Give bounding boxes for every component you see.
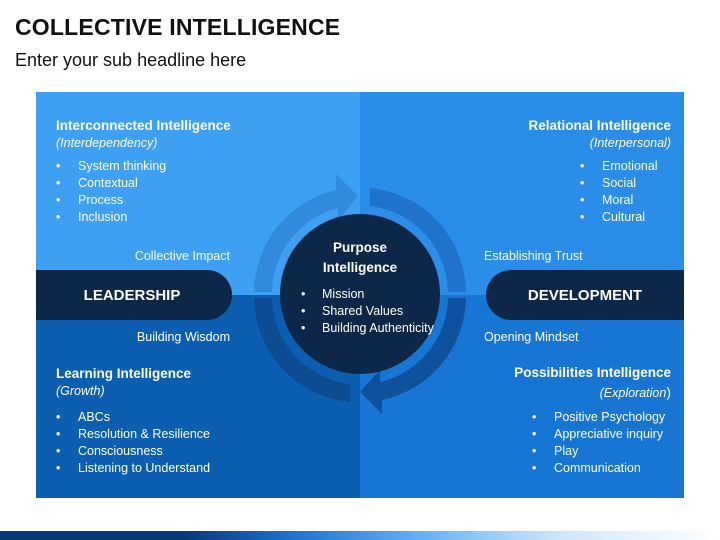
diagram: LEADERSHIP DEVELOPMENT Purpose Intellige…	[36, 92, 684, 498]
collective-impact-label: Collective Impact	[134, 249, 230, 263]
footer-gradient-bar	[0, 531, 720, 540]
learning-list: ABCs Resolution & Resilience Consciousne…	[56, 409, 210, 477]
possibilities-list: Positive Psychology Appreciative inquiry…	[532, 409, 665, 477]
list-item: Communication	[532, 460, 665, 477]
development-pill: DEVELOPMENT	[486, 270, 684, 320]
relational-list: Emotional Social Moral Cultural	[580, 158, 658, 226]
relational-title: Relational Intelligence	[528, 118, 671, 133]
interconnected-list: System thinking Contextual Process Inclu…	[56, 158, 166, 226]
center-title-line1: Purpose	[332, 240, 387, 255]
arc-arrow-top-left-icon	[254, 174, 358, 292]
building-wisdom-label: Building Wisdom	[136, 330, 230, 344]
list-item: Building Authenticity	[298, 320, 434, 337]
list-item: System thinking	[56, 158, 166, 175]
list-item: Process	[56, 192, 166, 209]
interconnected-subtitle: (Interdependency)	[56, 136, 158, 150]
development-label: DEVELOPMENT	[527, 286, 643, 304]
arc-arrow-bottom-right-icon	[360, 298, 466, 414]
establishing-trust-label: Establishing Trust	[484, 249, 583, 263]
list-item: Emotional	[580, 158, 658, 175]
list-item: Listening to Understand	[56, 460, 210, 477]
list-item: Resolution & Resilience	[56, 426, 210, 443]
list-item: Inclusion	[56, 209, 166, 226]
list-item: Moral	[580, 192, 658, 209]
list-item: Consciousness	[56, 443, 210, 460]
list-item: Appreciative inquiry	[532, 426, 665, 443]
center-list: Mission Shared Values Building Authentic…	[298, 286, 434, 337]
possibilities-subtitle-close: )	[666, 384, 671, 400]
list-item: Cultural	[580, 209, 658, 226]
learning-subtitle: (Growth)	[56, 384, 105, 398]
possibilities-subtitle-text: (Exploration	[599, 386, 667, 400]
arc-arrow-top-right-icon	[370, 188, 466, 292]
possibilities-subtitle: (Exploration)	[600, 384, 671, 400]
center-title-line2: Intelligence	[322, 260, 398, 275]
page-title: COLLECTIVE INTELLIGENCE	[15, 14, 341, 40]
page-subtitle: Enter your sub headline here	[15, 50, 247, 70]
list-item: Contextual	[56, 175, 166, 192]
opening-mindset-label: Opening Mindset	[484, 330, 579, 344]
arc-arrow-bottom-left-icon	[254, 298, 350, 402]
purpose-intelligence-circle: Purpose Intelligence Mission Shared Valu…	[280, 214, 440, 374]
list-item: Mission	[298, 286, 434, 303]
possibilities-title: Possibilities Intelligence	[514, 365, 671, 380]
list-item: Social	[580, 175, 658, 192]
cycle-arrows	[254, 174, 466, 414]
relational-subtitle: (Interpersonal)	[589, 136, 671, 150]
learning-title: Learning Intelligence	[56, 366, 192, 381]
list-item: Positive Psychology	[532, 409, 665, 426]
list-item: ABCs	[56, 409, 210, 426]
list-item: Shared Values	[298, 303, 434, 320]
leadership-pill: LEADERSHIP	[36, 270, 232, 320]
leadership-label: LEADERSHIP	[83, 286, 181, 304]
list-item: Play	[532, 443, 665, 460]
center-title: Purpose Intelligence	[280, 238, 440, 278]
interconnected-title: Interconnected Intelligence	[56, 118, 231, 133]
